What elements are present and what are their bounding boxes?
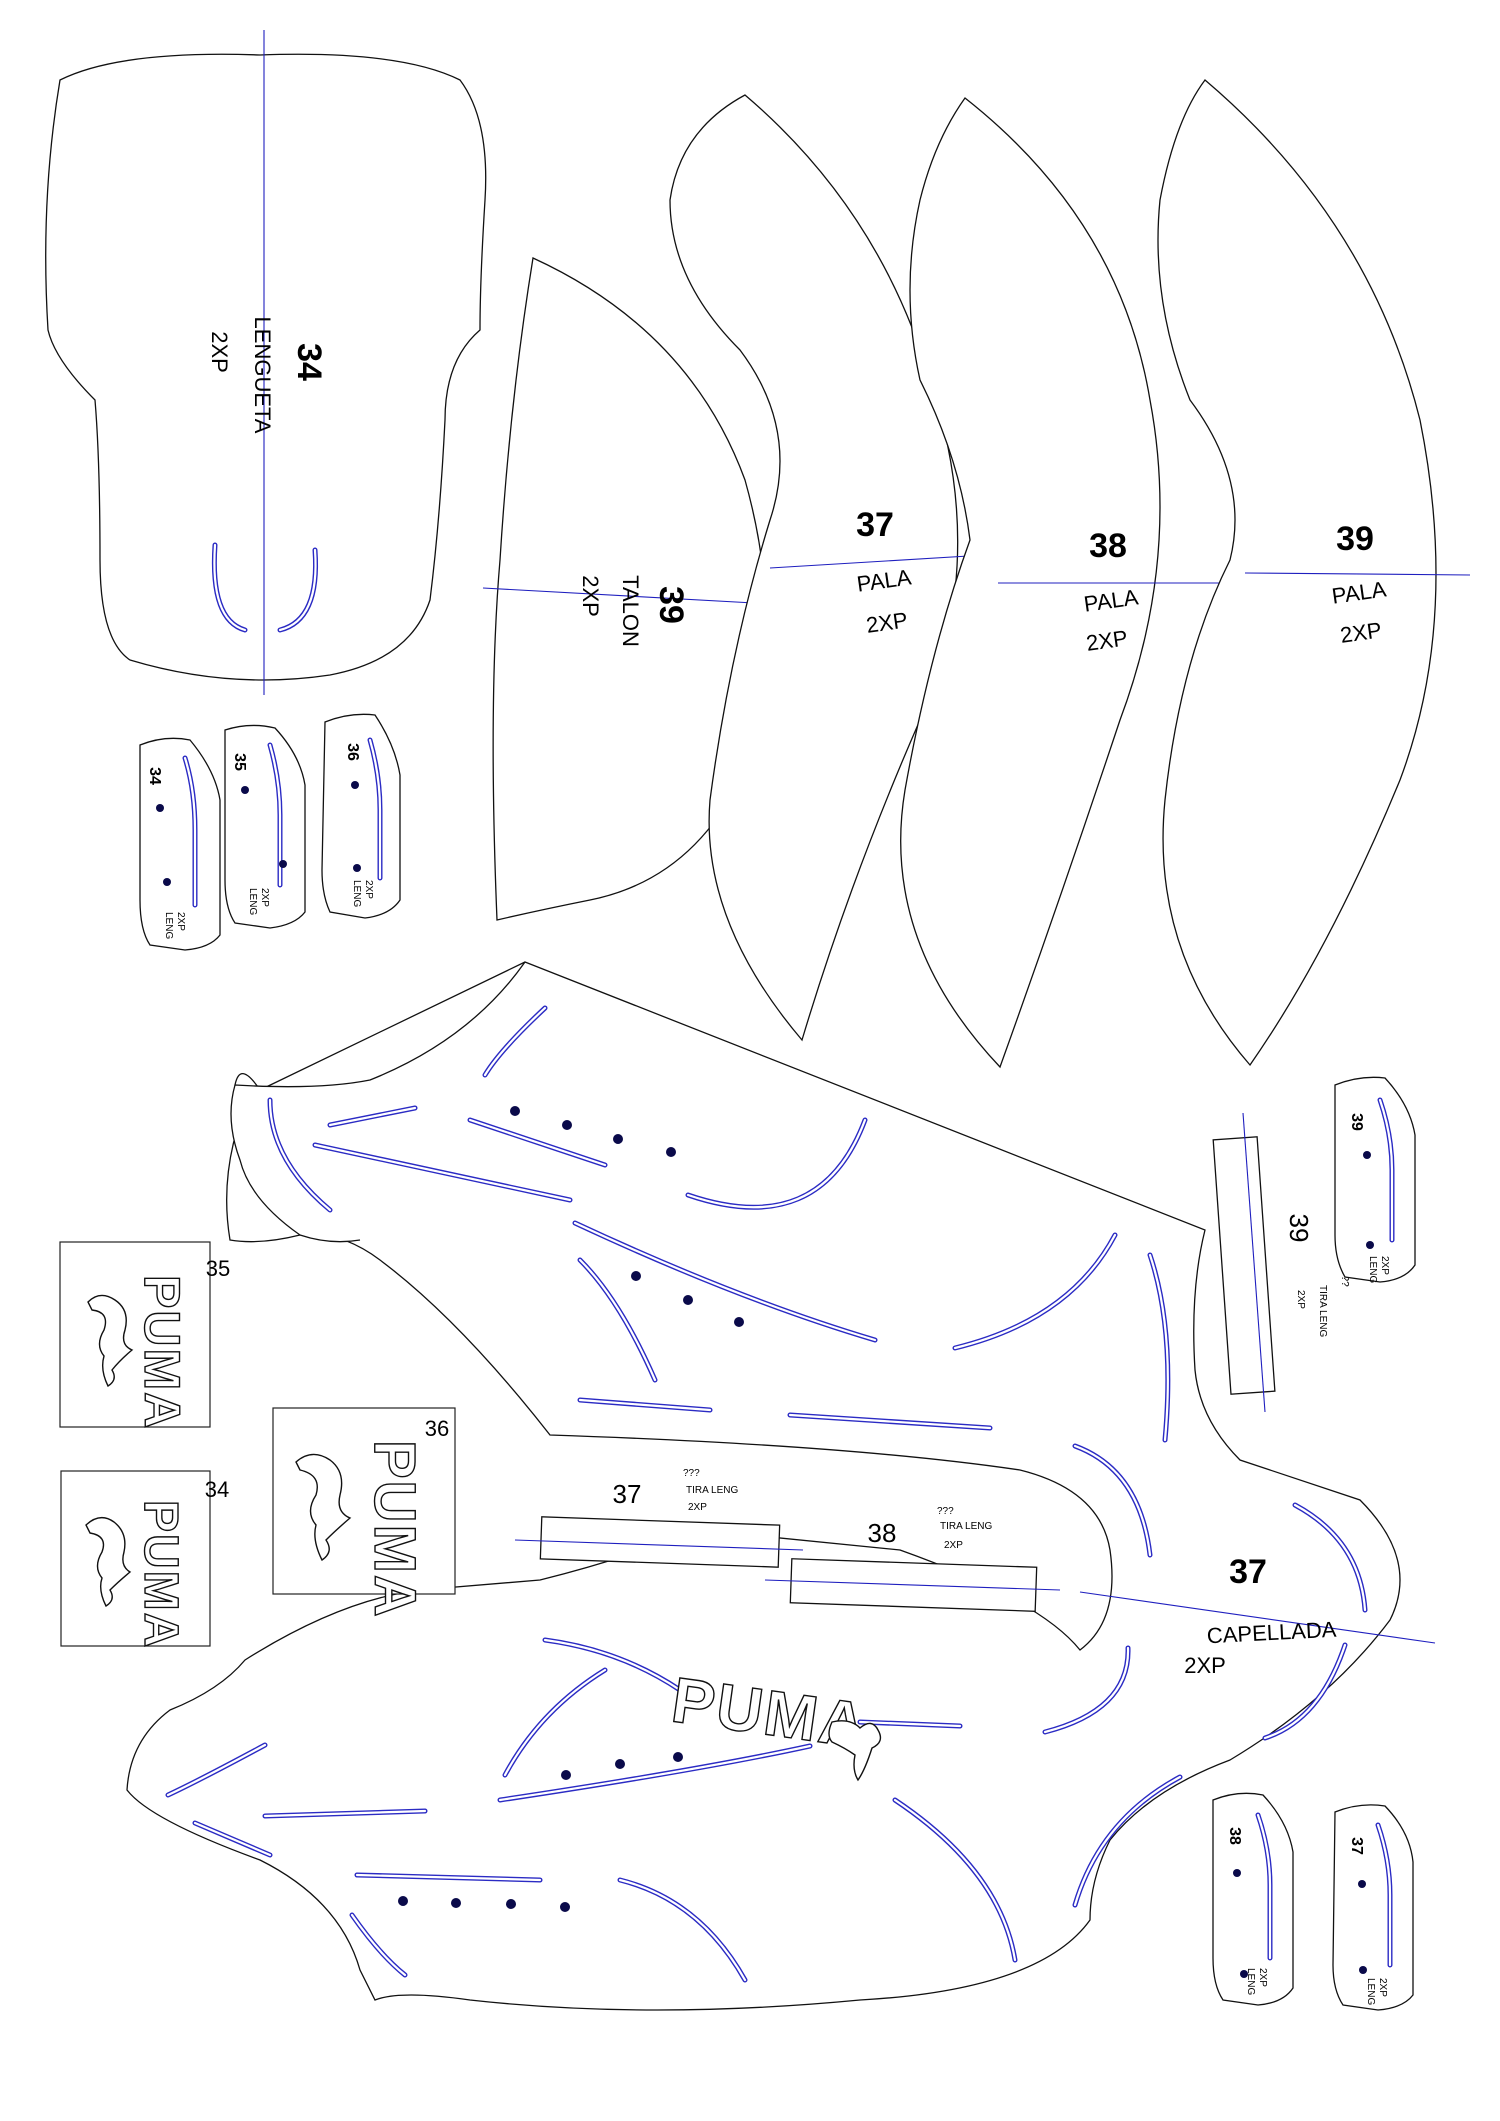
small-tab-37-note-a: 2XP <box>1377 1978 1388 1997</box>
logo-patch-36: PUMA 36 <box>272 1407 456 1619</box>
tira-leng-38-qty: 2XP <box>944 1540 963 1551</box>
small-tab-35: 35 2XP LENG <box>224 724 306 929</box>
tira-leng-39: 39 ??? TIRA LENG 2XP <box>1212 1112 1350 1413</box>
pala-37-size: 37 <box>856 506 894 544</box>
logo-patch-35-size: 35 <box>206 1256 230 1281</box>
capellada-piece: PUMA 37 CAPELLADA 2XP <box>126 961 1436 2011</box>
talon-size: 39 <box>652 586 690 624</box>
small-tab-36: 36 2XP LENG <box>321 713 401 919</box>
small-tab-39-size: 39 <box>1348 1113 1365 1131</box>
pala-37-piece: 37 PALA 2XP <box>669 94 986 1042</box>
small-tab-34: 34 2XP LENG <box>139 737 221 951</box>
small-tab-39: 39 2XP LENG <box>1334 1076 1416 1283</box>
tira-leng-37: 37 ??? TIRA LENG 2XP <box>514 1468 804 1568</box>
tira-leng-38-name: TIRA LENG <box>940 1521 992 1532</box>
pala-37-qty: 2XP <box>865 607 910 638</box>
tira-leng-39-marks: ??? <box>1339 1270 1350 1287</box>
puma-cat-icon <box>87 1294 134 1387</box>
talon-name: TALON <box>618 575 643 647</box>
pala-39-piece: 39 PALA 2XP <box>1157 79 1471 1067</box>
puma-cat-icon <box>85 1517 132 1607</box>
small-tab-39-note-a: 2XP <box>1379 1256 1390 1275</box>
logo-patch-34-brand: PUMA <box>134 1500 187 1649</box>
small-tab-34-size: 34 <box>146 767 163 785</box>
tira-leng-37-marks: ??? <box>683 1468 700 1479</box>
logo-patch-34-size: 34 <box>205 1477 229 1502</box>
small-tab-34-note-a: 2XP <box>175 912 186 931</box>
lengueta-name: LENGUETA <box>250 317 275 434</box>
small-tab-37-size: 37 <box>1348 1837 1365 1855</box>
small-tab-36-note-b: LENG <box>351 880 362 907</box>
small-tab-38: 38 2XP LENG <box>1212 1792 1294 2006</box>
small-tab-35-size: 35 <box>231 753 248 771</box>
small-tab-37: 37 2XP LENG <box>1332 1804 1414 2011</box>
lengueta-size: 34 <box>290 343 328 381</box>
puma-cat-icon <box>828 1720 882 1782</box>
capellada-size: 37 <box>1229 1553 1267 1591</box>
tira-leng-38-marks: ??? <box>937 1506 954 1517</box>
small-tab-37-note-b: LENG <box>1365 1978 1376 2005</box>
small-tab-39-note-b: LENG <box>1367 1256 1378 1283</box>
talon-qty: 2XP <box>578 575 603 617</box>
tira-leng-39-qty: 2XP <box>1295 1290 1306 1309</box>
lengueta-qty: 2XP <box>207 331 232 373</box>
tira-leng-39-size: 39 <box>1284 1214 1314 1243</box>
pala-38-piece: 38 PALA 2XP <box>900 97 1220 1069</box>
tira-leng-38: 38 ??? TIRA LENG 2XP <box>764 1506 1061 1612</box>
pala-39-size: 39 <box>1336 520 1374 558</box>
talon-piece: 39 TALON 2XP <box>482 257 791 921</box>
tira-leng-39-name: TIRA LENG <box>1317 1285 1328 1337</box>
pala-38-size: 38 <box>1089 527 1127 565</box>
small-tab-36-note-a: 2XP <box>363 880 374 899</box>
tira-leng-37-size: 37 <box>613 1479 642 1509</box>
capellada-qty: 2XP <box>1184 1653 1226 1678</box>
pala-38-qty: 2XP <box>1085 625 1130 656</box>
tira-leng-37-name: TIRA LENG <box>686 1485 738 1496</box>
small-tab-35-note-b: LENG <box>247 888 258 915</box>
logo-patch-34: PUMA 34 <box>60 1470 229 1650</box>
small-tab-36-size: 36 <box>344 743 361 761</box>
logo-patch-36-size: 36 <box>425 1416 449 1441</box>
tira-leng-38-size: 38 <box>868 1518 897 1548</box>
logo-patch-36-brand: PUMA <box>362 1440 427 1619</box>
small-tab-38-size: 38 <box>1226 1827 1243 1845</box>
tira-leng-37-qty: 2XP <box>688 1502 707 1513</box>
small-tab-38-note-b: LENG <box>1245 1968 1256 1995</box>
logo-patch-35: PUMA 35 <box>59 1241 230 1431</box>
pala-39-qty: 2XP <box>1339 617 1384 648</box>
small-tab-38-note-a: 2XP <box>1257 1968 1268 1987</box>
puma-cat-icon <box>295 1453 352 1562</box>
lengueta-piece: 34 LENGUETA 2XP <box>45 30 487 695</box>
small-tab-35-note-a: 2XP <box>259 888 270 907</box>
small-tab-34-note-b: LENG <box>163 912 174 939</box>
logo-patch-35-brand: PUMA <box>134 1275 190 1430</box>
